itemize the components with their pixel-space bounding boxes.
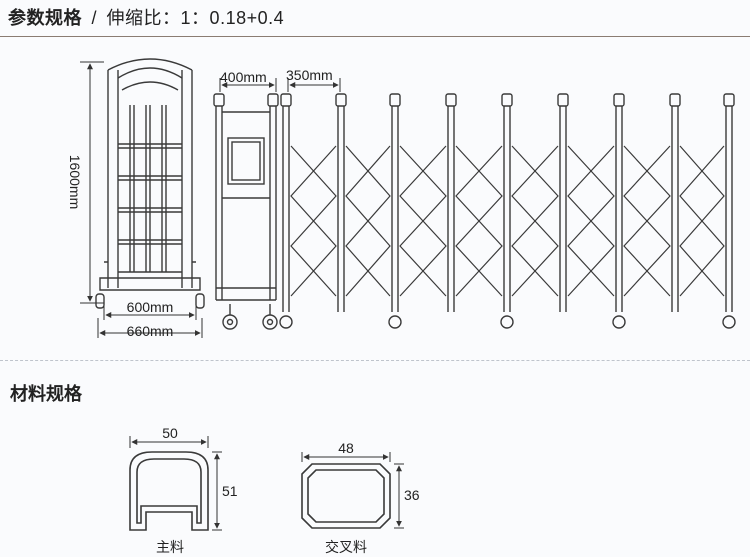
inner-width-label: 600mm <box>127 299 174 315</box>
cross-profile-shape <box>301 463 391 529</box>
materials-section-title: 材料规格 <box>10 384 82 404</box>
title-separator: / <box>91 8 98 28</box>
main-profile-dimensions <box>129 436 222 531</box>
main-width-label: 50 <box>162 425 178 441</box>
main-profile-name: 主料 <box>156 539 184 555</box>
cross-profile-name: 交叉料 <box>325 539 367 555</box>
spec-title: 参数规格 <box>8 8 82 28</box>
main-height-label: 51 <box>222 483 238 499</box>
side-head-unit <box>213 93 279 330</box>
header-rule <box>0 36 750 37</box>
scissor-posts <box>279 93 736 329</box>
pitch-label: 350mm <box>286 67 333 83</box>
cross-profile-dimensions <box>301 452 404 529</box>
ratio-label: 伸缩比：1：0.18+0.4 <box>106 8 285 28</box>
width-dimensions <box>97 306 203 338</box>
main-profile-shape <box>129 451 209 531</box>
page-header: 参数规格 / 伸缩比：1：0.18+0.4 <box>8 4 284 30</box>
cross-width-label: 48 <box>338 440 354 456</box>
height-label: 1600mm <box>67 155 83 209</box>
head-width-label: 400mm <box>220 69 267 85</box>
outer-width-label: 660mm <box>127 323 174 339</box>
section-divider <box>0 360 750 361</box>
scissor-lattice <box>290 145 725 297</box>
cross-height-label: 36 <box>404 487 420 503</box>
height-dimension <box>80 61 104 304</box>
side-top-dimensions <box>219 78 341 92</box>
front-view <box>95 58 205 309</box>
